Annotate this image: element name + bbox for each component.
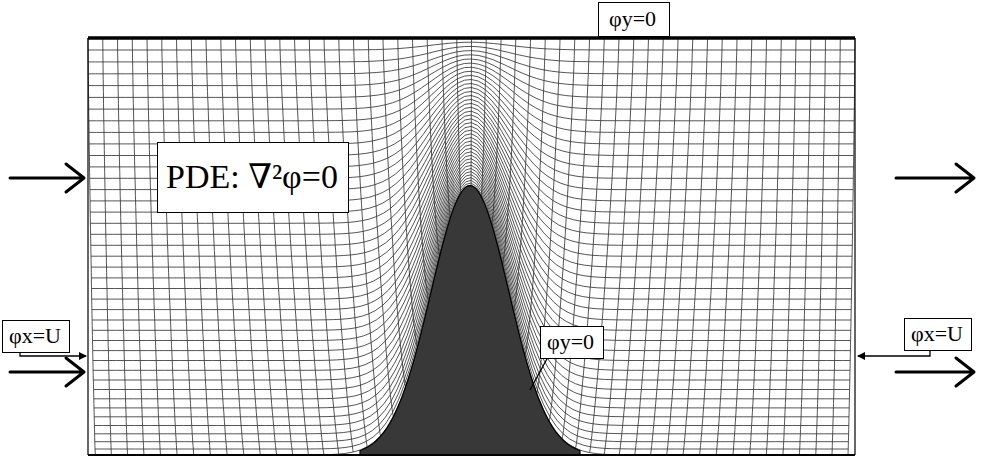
mesh-line [549, 38, 575, 421]
mesh-line [221, 38, 244, 455]
mesh-line [354, 38, 381, 436]
mesh-line [799, 38, 810, 455]
equation-box: PDE: ∇²φ=0 [157, 142, 349, 213]
mesh-line [339, 38, 367, 447]
mesh-line [700, 38, 723, 455]
mesh-line [324, 38, 353, 452]
inflow-arrow [10, 164, 84, 192]
condition-text: φx=U [911, 321, 965, 346]
mesh-line [816, 38, 826, 455]
mesh-line [683, 38, 708, 455]
condition-text: φy=0 [547, 329, 597, 354]
mesh-line [118, 38, 128, 455]
computational-mesh [88, 38, 855, 455]
mesh-line [619, 38, 648, 455]
condition-text: φy=0 [609, 6, 659, 31]
mesh-line [309, 38, 339, 454]
mesh-line [413, 38, 429, 301]
flow-arrows [10, 164, 974, 386]
top-wall [88, 36, 855, 40]
mesh-line [177, 38, 194, 455]
mesh-line [383, 38, 406, 386]
mesh-line [147, 38, 161, 455]
mesh-line [250, 38, 276, 455]
mesh-line [457, 38, 461, 193]
mesh-line [783, 38, 796, 455]
mesh-line [265, 38, 293, 455]
leader-lines [20, 32, 930, 390]
boundary-condition-box: φx=U [2, 320, 70, 353]
mesh-line [635, 38, 664, 455]
mesh-line [295, 38, 324, 455]
mesh-line [442, 38, 450, 218]
mesh-line [750, 38, 767, 455]
mesh-line [427, 38, 439, 256]
mesh-line [562, 38, 589, 439]
mesh-line [733, 38, 752, 455]
mesh-line [368, 38, 393, 416]
inflow-arrow [10, 358, 84, 386]
mesh-line [481, 38, 486, 196]
mesh-line [651, 38, 679, 455]
mesh-line [162, 38, 177, 455]
mesh-line [103, 38, 112, 455]
bottom-wall [88, 454, 855, 456]
condition-text: φx=U [9, 323, 63, 348]
equation-text: PDE: ∇²φ=0 [166, 157, 340, 196]
mesh-line [88, 38, 855, 39]
bump-obstacle [360, 186, 580, 456]
mesh-line [471, 38, 472, 185]
mesh-line [514, 38, 531, 311]
mesh-line [236, 38, 261, 455]
boundary-condition-box: φy=0 [540, 326, 604, 359]
mesh-line [492, 38, 501, 225]
outflow-arrow [896, 358, 974, 386]
outflow-arrow [896, 164, 974, 192]
mesh-line [398, 38, 418, 347]
mesh-line [280, 38, 309, 455]
outlet-boundary [854, 38, 855, 455]
mesh-line [525, 38, 545, 356]
mesh-line [503, 38, 516, 265]
boundary-condition-box: φx=U [904, 318, 972, 351]
mesh-line [132, 38, 144, 455]
inlet-boundary [87, 38, 88, 455]
mesh-line [88, 38, 95, 455]
mesh-line [206, 38, 227, 455]
leader-line [530, 357, 548, 390]
mesh-line [766, 38, 781, 455]
mesh-line [716, 38, 737, 455]
mesh-line [590, 38, 619, 453]
mesh-line [576, 38, 605, 448]
mesh-line [604, 38, 634, 454]
mesh-line [848, 38, 855, 455]
boundary-condition-box: φy=0 [598, 2, 670, 37]
mesh-line [832, 38, 840, 455]
